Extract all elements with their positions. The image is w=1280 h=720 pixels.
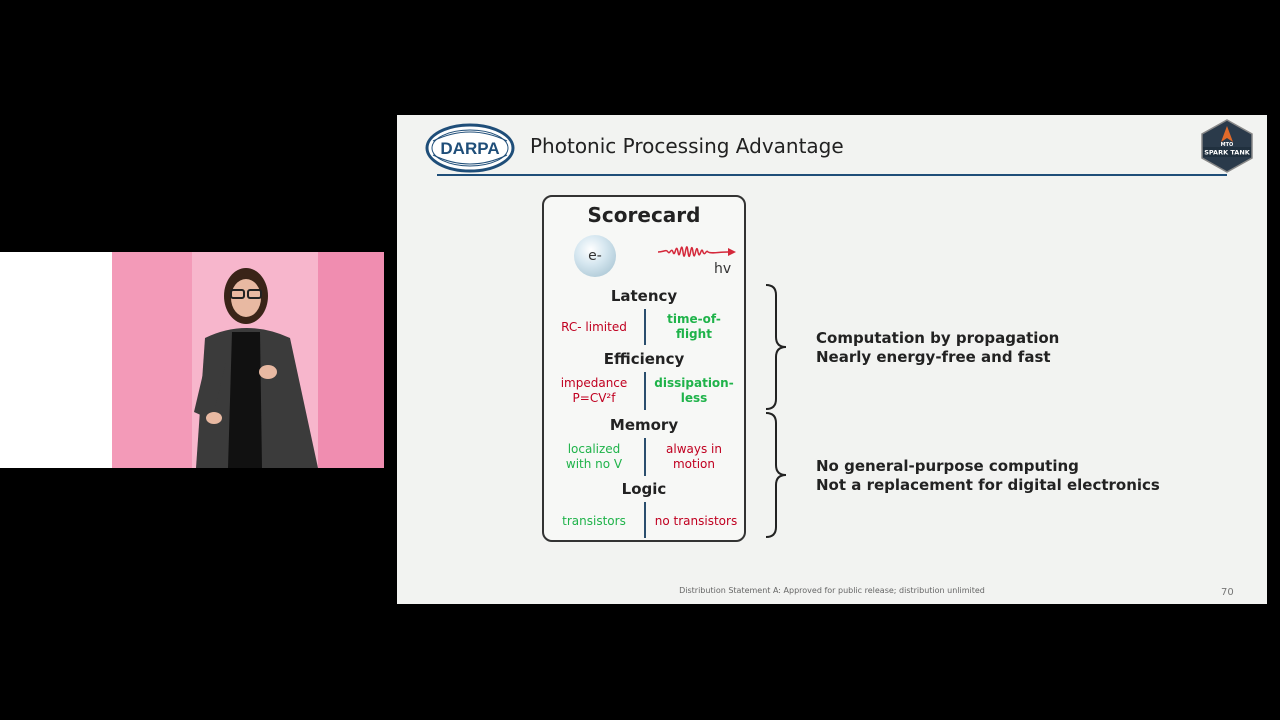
- bullet-line: No general-purpose computing: [816, 457, 1079, 475]
- section-heading-latency: Latency: [610, 287, 678, 305]
- efficiency-photonic: dissipation- less: [654, 376, 734, 405]
- memory-electronic: localized with no V: [565, 442, 623, 471]
- brace-top: [765, 284, 787, 410]
- section-heading-memory: Memory: [609, 416, 679, 434]
- badge-line2: SPARK TANK: [1204, 149, 1251, 157]
- brace-bottom: [765, 412, 787, 538]
- stage-backdrop-stripe: [112, 252, 192, 468]
- scorecard-title: Scorecard: [587, 203, 701, 227]
- section-divider: [644, 309, 646, 345]
- bullet-group-1: Computation by propagation Nearly energy…: [816, 329, 1059, 367]
- section-heading-logic: Logic: [621, 480, 667, 498]
- photon-wave-icon: [658, 246, 736, 257]
- spark-tank-badge: MTO SPARK TANK: [1201, 119, 1253, 173]
- section-divider: [644, 438, 646, 476]
- latency-photonic: time-of- flight: [667, 312, 721, 341]
- title-rule: [437, 174, 1227, 176]
- logo-text: DARPA: [440, 139, 499, 158]
- electron-sphere: e-: [574, 235, 616, 277]
- scorecard-box: Scorecard e- hv Latency RC- limited time…: [542, 195, 746, 542]
- bullet-group-2: No general-purpose computing Not a repla…: [816, 457, 1160, 495]
- latency-electronic: RC- limited: [561, 320, 627, 334]
- logic-electronic: transistors: [562, 514, 626, 528]
- distribution-statement: Distribution Statement A: Approved for p…: [679, 586, 985, 595]
- stage-backdrop-stripe: [318, 252, 384, 468]
- bullet-line: Computation by propagation: [816, 329, 1060, 347]
- slide-title: Photonic Processing Advantage: [530, 134, 844, 158]
- memory-photonic: always in motion: [666, 442, 722, 471]
- section-heading-efficiency: Efficiency: [603, 350, 685, 368]
- section-divider: [644, 372, 646, 410]
- photon-label: hv: [714, 261, 732, 277]
- bullet-line: Not a replacement for digital electronic…: [816, 476, 1160, 494]
- efficiency-electronic: impedance P=CV²f: [560, 376, 628, 405]
- speaker-video: [0, 252, 384, 468]
- badge-line1: MTO: [1221, 142, 1234, 148]
- speaker-figure: [194, 268, 318, 468]
- bullet-line: Nearly energy-free and fast: [816, 348, 1051, 366]
- presentation-slide: DARPA Photonic Processing Advantage MTO …: [397, 115, 1267, 604]
- section-divider: [644, 502, 646, 538]
- page-number: 70: [1221, 587, 1234, 598]
- darpa-logo: DARPA: [425, 123, 515, 173]
- logic-photonic: no transistors: [654, 514, 738, 528]
